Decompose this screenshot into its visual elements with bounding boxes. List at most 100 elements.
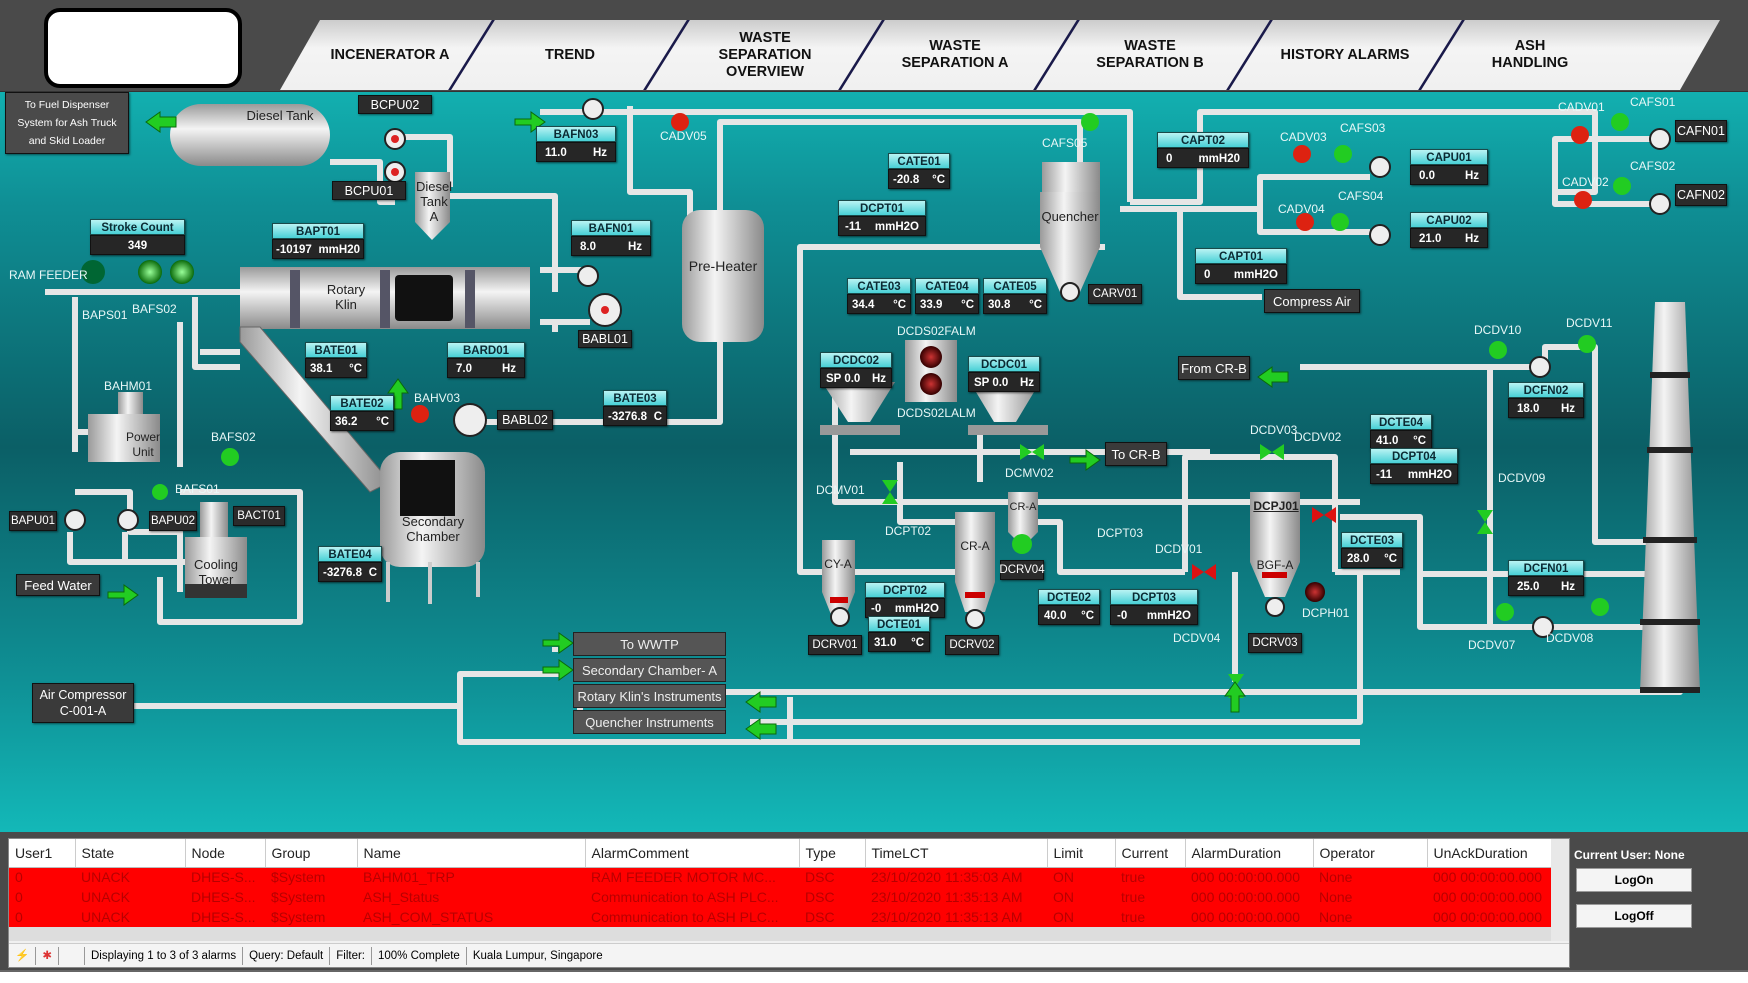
air-compressor-box[interactable]: Air Compressor C-001-A bbox=[32, 683, 134, 723]
filter-status: Filter: bbox=[330, 946, 372, 965]
babl02-box[interactable]: BABL02 bbox=[497, 410, 553, 430]
cafn01-box[interactable]: CAFN01 bbox=[1675, 120, 1727, 142]
dcrv01-box[interactable]: DCRV01 bbox=[808, 635, 862, 655]
bapu02-box[interactable]: BAPU02 bbox=[149, 511, 197, 531]
current-user-label: Current User: None bbox=[1574, 848, 1685, 862]
tag-unit: Hz bbox=[1464, 170, 1479, 182]
col-operator[interactable]: Operator bbox=[1313, 839, 1428, 868]
tab-waste-separation-overview[interactable]: WASTE SEPARATION OVERVIEW bbox=[718, 29, 812, 80]
tab-ash-handling[interactable]: ASH HANDLING bbox=[1491, 38, 1569, 71]
col-state[interactable]: State bbox=[75, 839, 186, 868]
secondary-chamber-button[interactable]: Secondary Chamber- A bbox=[573, 658, 726, 682]
cell: None bbox=[1313, 907, 1427, 927]
tag-value: 34.4 bbox=[852, 299, 875, 311]
cell: None bbox=[1313, 867, 1427, 887]
to-wwtp-button[interactable]: To WWTP bbox=[573, 632, 726, 656]
tag-name: DCTE03 bbox=[1341, 532, 1403, 548]
cell: DHES-S... bbox=[185, 887, 265, 907]
logoff-button[interactable]: LogOff bbox=[1576, 904, 1692, 928]
tab-trend[interactable]: TREND bbox=[545, 46, 595, 63]
alarm-table: User1 State Node Group Name AlarmComment… bbox=[9, 839, 1552, 927]
cafn02-box[interactable]: CAFN02 bbox=[1675, 184, 1727, 206]
horizontal-scrollbar[interactable] bbox=[9, 927, 1551, 941]
bapu01-box[interactable]: BAPU01 bbox=[9, 511, 57, 531]
col-type[interactable]: Type bbox=[799, 839, 866, 868]
tab-incenerator-a[interactable]: INCENERATOR A bbox=[330, 46, 450, 63]
col-alarm-duration[interactable]: AlarmDuration bbox=[1185, 839, 1314, 868]
from-crb-box[interactable]: From CR-B bbox=[1178, 356, 1250, 380]
rotary-klin-instruments-button[interactable]: Rotary Klin's Instruments bbox=[573, 684, 726, 708]
to-crb-box[interactable]: To CR-B bbox=[1105, 442, 1167, 466]
dcrv02-box[interactable]: DCRV02 bbox=[945, 635, 999, 655]
dcrv04-box[interactable]: DCRV04 bbox=[999, 560, 1045, 580]
quencher-instruments-button[interactable]: Quencher Instruments bbox=[573, 710, 726, 734]
tag-unit: °C bbox=[376, 416, 389, 428]
fuel-dispenser-box[interactable]: To Fuel Dispenser System for Ash Truck a… bbox=[5, 92, 129, 154]
bcpu01-box[interactable]: BCPU01 bbox=[332, 181, 406, 200]
col-unack-duration[interactable]: UnAckDuration bbox=[1427, 839, 1552, 868]
col-alarm-comment[interactable]: AlarmComment bbox=[585, 839, 800, 868]
babl01-box[interactable]: BABL01 bbox=[578, 330, 632, 348]
tag-cate01[interactable]: CATE01-20.8°C bbox=[888, 153, 950, 189]
col-limit[interactable]: Limit bbox=[1047, 839, 1116, 868]
col-group[interactable]: Group bbox=[265, 839, 358, 868]
dcdv03-label: DCDV03 bbox=[1250, 423, 1298, 437]
bcpu02-box[interactable]: BCPU02 bbox=[358, 95, 432, 114]
tag-name: CAPU01 bbox=[1410, 149, 1488, 165]
col-name[interactable]: Name bbox=[357, 839, 586, 868]
feed-water-box[interactable]: Feed Water bbox=[16, 574, 100, 596]
carv01-box[interactable]: CARV01 bbox=[1088, 284, 1142, 304]
col-time-lct[interactable]: TimeLCT bbox=[865, 839, 1048, 868]
tab-history-alarms[interactable]: HISTORY ALARMS bbox=[1280, 46, 1410, 63]
tab-waste-separation-a[interactable]: WASTE SEPARATION A bbox=[901, 38, 1009, 71]
tag-name: BATE03 bbox=[603, 390, 667, 406]
cadv03-label: CADV03 bbox=[1280, 130, 1327, 144]
cell: None bbox=[1313, 887, 1427, 907]
tag-unit: Hz bbox=[627, 241, 642, 253]
bact01-box[interactable]: BACT01 bbox=[233, 506, 285, 526]
col-current[interactable]: Current bbox=[1115, 839, 1186, 868]
tag-unit: °C bbox=[1413, 435, 1426, 447]
vertical-scrollbar[interactable] bbox=[1551, 839, 1569, 941]
col-user1[interactable]: User1 bbox=[9, 839, 76, 868]
tag-value: 33.9 bbox=[920, 299, 943, 311]
bgf-a-label: BGF-A bbox=[1256, 558, 1294, 572]
cy-a-label: CY-A bbox=[824, 557, 852, 571]
tab-waste-separation-b[interactable]: WASTE SEPARATION B bbox=[1096, 38, 1204, 71]
compress-air-box[interactable]: Compress Air bbox=[1264, 289, 1360, 313]
dcrv03-box[interactable]: DCRV03 bbox=[1248, 633, 1302, 653]
col-node[interactable]: Node bbox=[185, 839, 266, 868]
logon-button[interactable]: LogOn bbox=[1576, 868, 1692, 892]
